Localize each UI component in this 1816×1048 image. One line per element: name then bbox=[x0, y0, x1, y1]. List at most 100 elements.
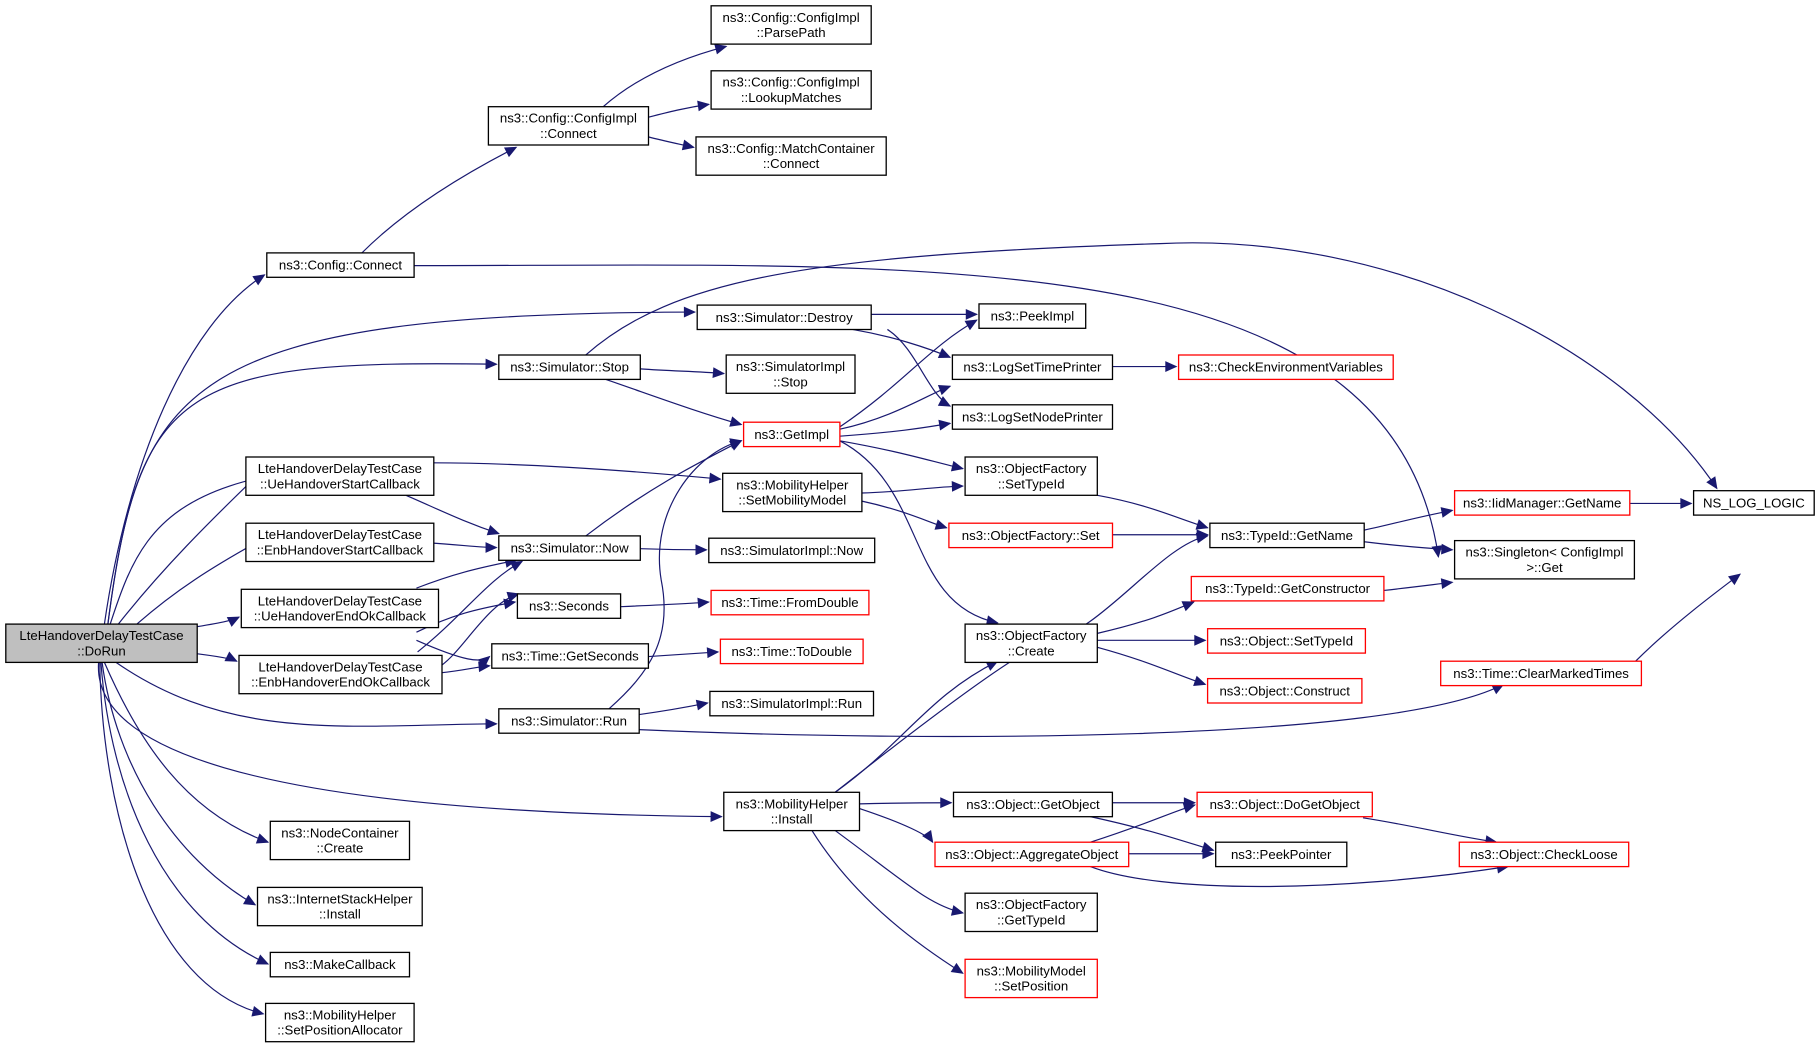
node-ishinstall[interactable]: ns3::InternetStackHelper::Install bbox=[256, 886, 423, 927]
call-edge-to-peekpointer bbox=[1128, 848, 1215, 860]
node-box bbox=[742, 421, 841, 448]
node-mobinstall[interactable]: ns3::MobilityHelper::Install bbox=[723, 791, 861, 832]
node-cfgconnect[interactable]: ns3::Config::Connect bbox=[266, 252, 415, 278]
node-logtime[interactable]: ns3::LogSetTimePrinter bbox=[951, 354, 1114, 381]
node-label: ns3::Config::ConfigImpl bbox=[500, 111, 637, 126]
node-dorun[interactable]: LteHandoverDelayTestCase::DoRun bbox=[5, 623, 198, 664]
node-ofgettypeid[interactable]: ns3::ObjectFactory::GetTypeId bbox=[964, 892, 1098, 933]
node-label: ::DoRun bbox=[77, 643, 125, 658]
node-simstop[interactable]: ns3::Simulator::Stop bbox=[498, 354, 641, 381]
arrowhead-icon bbox=[485, 718, 498, 730]
edge-line bbox=[887, 328, 951, 407]
arrowhead-icon bbox=[1728, 573, 1741, 586]
call-edge-to-lookupmatches bbox=[648, 100, 710, 118]
edge-line bbox=[107, 363, 497, 625]
arrowhead-icon bbox=[1194, 634, 1207, 646]
node-nslog[interactable]: NS_LOG_LOGIC bbox=[1692, 490, 1815, 516]
call-edge-to-makecallback bbox=[100, 662, 270, 965]
node-fromdouble[interactable]: ns3::Time::FromDouble bbox=[710, 589, 870, 616]
node-box bbox=[269, 951, 411, 978]
node-makecallback[interactable]: ns3::MakeCallback bbox=[269, 951, 411, 978]
arrowhead-icon bbox=[712, 367, 726, 379]
node-checkenv[interactable]: ns3::CheckEnvironmentVariables bbox=[1177, 354, 1394, 381]
node-matchconnect[interactable]: ns3::Config::MatchContainer::Connect bbox=[695, 136, 887, 176]
node-label: ns3::Object::GetObject bbox=[966, 797, 1100, 812]
node-seconds[interactable]: ns3::Seconds bbox=[516, 593, 622, 619]
edge-line bbox=[1362, 817, 1497, 843]
node-box bbox=[722, 472, 863, 513]
arrowhead-icon bbox=[1706, 476, 1718, 490]
arrowhead-icon bbox=[710, 811, 723, 822]
node-parsepath[interactable]: ns3::Config::ConfigImpl::ParsePath bbox=[710, 5, 872, 45]
node-label: NS_LOG_LOGIC bbox=[1703, 495, 1805, 510]
node-simimplrun[interactable]: ns3::SimulatorImpl::Run bbox=[709, 690, 875, 717]
node-getimpl[interactable]: ns3::GetImpl bbox=[742, 421, 841, 448]
edge-line bbox=[115, 661, 497, 727]
arrowhead-icon bbox=[937, 396, 952, 407]
node-lookupmatches[interactable]: ns3::Config::ConfigImpl::LookupMatches bbox=[710, 70, 872, 110]
node-setmobmodel[interactable]: ns3::MobilityHelper::SetMobilityModel bbox=[722, 472, 863, 513]
node-aggregate[interactable]: ns3::Object::AggregateObject bbox=[934, 841, 1130, 868]
node-objconstruct[interactable]: ns3::Object::Construct bbox=[1206, 677, 1363, 704]
node-getseconds[interactable]: ns3::Time::GetSeconds bbox=[491, 643, 650, 669]
call-edge-to-getimpl bbox=[608, 438, 743, 710]
node-peekimpl[interactable]: ns3::PeekImpl bbox=[978, 303, 1087, 329]
call-edge-to-todouble bbox=[648, 647, 720, 659]
call-edge-to-simrun bbox=[115, 661, 498, 730]
arrowhead-icon bbox=[1680, 498, 1693, 509]
node-uehostart[interactable]: LteHandoverDelayTestCase::UeHandoverStar… bbox=[245, 456, 435, 496]
node-ofset[interactable]: ns3::ObjectFactory::Set bbox=[948, 522, 1114, 549]
call-edge-to-cfgimplconnect bbox=[361, 146, 518, 254]
node-ueheok[interactable]: LteHandoverDelayTestCase::UeHandoverEndO… bbox=[240, 588, 440, 629]
arrowhead-icon bbox=[1441, 543, 1454, 555]
node-nccreate[interactable]: ns3::NodeContainer::Create bbox=[269, 820, 411, 861]
node-label: >::Get bbox=[1526, 560, 1563, 575]
arrowhead-icon bbox=[938, 419, 952, 431]
arrowhead-icon bbox=[486, 525, 500, 536]
node-box bbox=[516, 593, 622, 619]
node-checkloose[interactable]: ns3::Object::CheckLoose bbox=[1458, 841, 1630, 868]
node-singleton[interactable]: ns3::Singleton< ConfigImpl >::Get bbox=[1453, 539, 1636, 580]
node-lognode[interactable]: ns3::LogSetNodePrinter bbox=[951, 404, 1114, 430]
node-ofcreate[interactable]: ns3::ObjectFactory::Create bbox=[964, 623, 1098, 664]
arrowhead-icon bbox=[252, 274, 266, 286]
node-clearmarked[interactable]: ns3::Time::ClearMarkedTimes bbox=[1440, 660, 1643, 687]
node-box bbox=[719, 638, 864, 665]
node-mmsetpos[interactable]: ns3::MobilityModel::SetPosition bbox=[964, 958, 1098, 999]
node-setposalloc[interactable]: ns3::MobilityHelper::SetPositionAllocato… bbox=[264, 1002, 415, 1043]
node-label: ns3::Time::ClearMarkedTimes bbox=[1453, 666, 1629, 681]
call-edge-to-singleton bbox=[1364, 541, 1454, 555]
node-simrun[interactable]: ns3::Simulator::Run bbox=[498, 708, 640, 734]
node-getconstructor[interactable]: ns3::TypeId::GetConstructor bbox=[1190, 575, 1385, 602]
node-getobject[interactable]: ns3::Object::GetObject bbox=[952, 791, 1114, 818]
call-edge-to-typeidgetname bbox=[1097, 494, 1209, 530]
arrowhead-icon bbox=[695, 544, 708, 556]
edge-line bbox=[417, 560, 523, 653]
node-label: ns3::MobilityModel bbox=[977, 963, 1086, 978]
node-enbhostart[interactable]: LteHandoverDelayTestCase::EnbHandoverSta… bbox=[245, 522, 435, 563]
node-simnow[interactable]: ns3::Simulator::Now bbox=[498, 535, 641, 561]
node-peekpointer[interactable]: ns3::PeekPointer bbox=[1215, 841, 1348, 868]
node-ofsettypeid[interactable]: ns3::ObjectFactory::SetTypeId bbox=[964, 456, 1098, 496]
edge-line bbox=[416, 559, 517, 589]
edge-line bbox=[414, 264, 1439, 557]
node-dogetobject[interactable]: ns3::Object::DoGetObject bbox=[1196, 791, 1373, 818]
node-typeidgetname[interactable]: ns3::TypeId::GetName bbox=[1209, 522, 1365, 549]
node-box bbox=[696, 304, 872, 331]
node-box bbox=[695, 136, 887, 176]
node-label: ns3::SimulatorImpl::Now bbox=[720, 543, 863, 558]
arrowhead-icon bbox=[950, 962, 964, 974]
node-label: ::Create bbox=[1008, 643, 1055, 658]
edge-line bbox=[608, 440, 742, 710]
node-simimplstop[interactable]: ns3::SimulatorImpl::Stop bbox=[725, 354, 856, 394]
node-cfgimplconnect[interactable]: ns3::Config::ConfigImpl::Connect bbox=[487, 106, 650, 146]
node-iidmgr[interactable]: ns3::IidManager::GetName bbox=[1453, 490, 1631, 516]
node-todouble[interactable]: ns3::Time::ToDouble bbox=[719, 638, 864, 665]
node-simdestroy[interactable]: ns3::Simulator::Destroy bbox=[696, 304, 872, 331]
edge-line bbox=[639, 683, 1504, 738]
node-label: ns3::SimulatorImpl::Run bbox=[721, 696, 862, 711]
node-objsettypeid[interactable]: ns3::Object::SetTypeId bbox=[1206, 628, 1367, 654]
node-enbheok[interactable]: LteHandoverDelayTestCase::EnbHandoverEnd… bbox=[238, 654, 443, 695]
node-label: ns3::TypeId::GetConstructor bbox=[1205, 581, 1371, 596]
node-simimplnow[interactable]: ns3::SimulatorImpl::Now bbox=[708, 537, 876, 564]
